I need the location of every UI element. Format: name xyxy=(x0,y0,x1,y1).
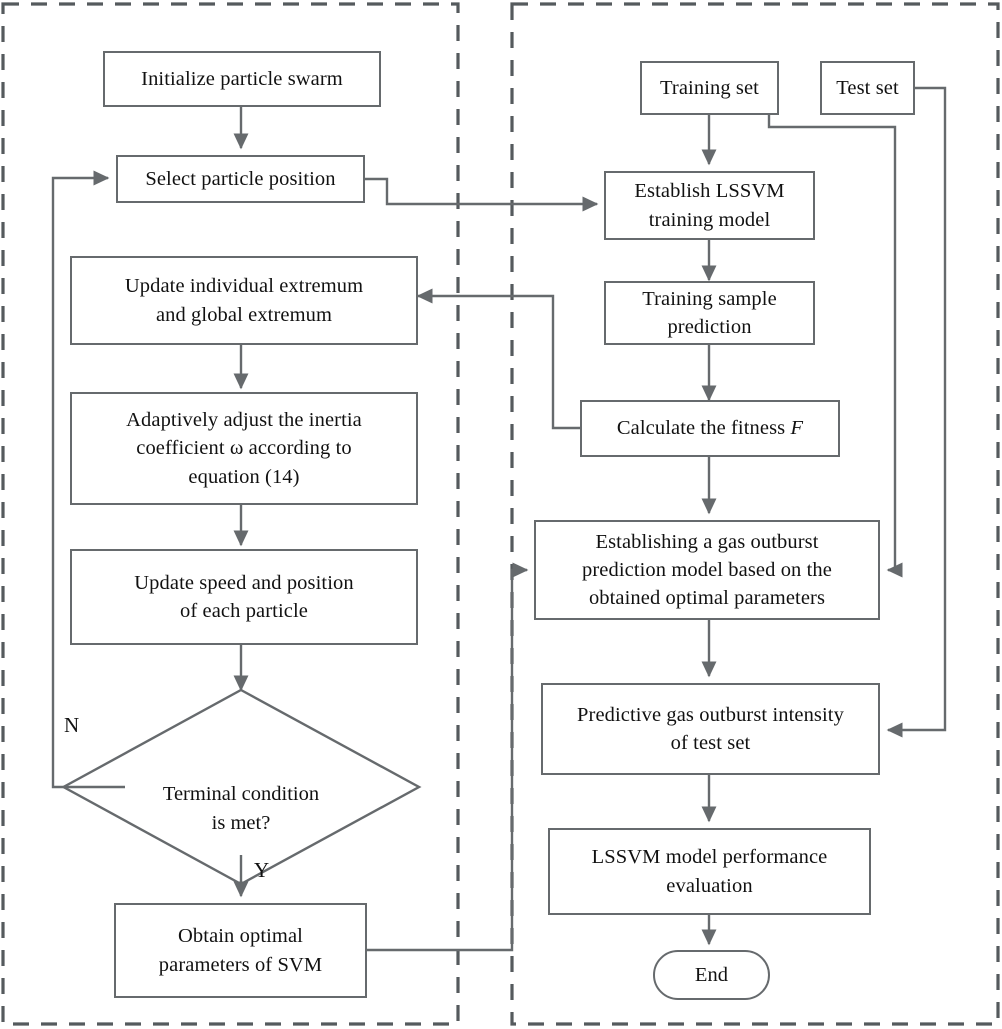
node-label: Update speed and position of each partic… xyxy=(134,571,354,622)
node-terminal-condition[interactable]: Terminal condition is met? xyxy=(121,752,361,837)
node-label: Training set xyxy=(660,76,759,99)
edge-label-no-text: N xyxy=(64,713,80,737)
node-label: End xyxy=(694,963,729,986)
node-adaptively-adjust-inertia[interactable]: Adaptively adjust the inertia coefficien… xyxy=(70,392,418,505)
node-initialize-particle-swarm[interactable]: Initialize particle swarm xyxy=(103,51,381,107)
node-end[interactable]: End xyxy=(653,950,770,1000)
node-label: Update individual extremum and global ex… xyxy=(124,275,364,326)
node-establish-lssvm-training-model[interactable]: Establish LSSVM training model xyxy=(604,171,815,240)
node-test-set[interactable]: Test set xyxy=(820,61,915,115)
node-lssvm-model-performance-evaluation[interactable]: LSSVM model performance evaluation xyxy=(548,828,871,915)
node-label: Select particle position xyxy=(145,167,336,190)
node-label: Terminal condition is met? xyxy=(162,783,320,834)
calculate-fitness-text: Calculate the fitness xyxy=(616,417,791,440)
edge-label-yes-text: Y xyxy=(254,858,270,882)
edge-fitness-to-extremum xyxy=(416,288,580,430)
node-calculate-fitness[interactable]: Calculate the fitness F xyxy=(580,400,840,457)
node-label: Establish LSSVM training model xyxy=(634,180,785,231)
edge-test-set-to-predictive xyxy=(886,86,947,738)
node-label: Test set xyxy=(836,76,899,99)
node-select-particle-position[interactable]: Select particle position xyxy=(116,155,365,203)
node-training-sample-prediction[interactable]: Training sample prediction xyxy=(604,281,815,345)
node-training-set[interactable]: Training set xyxy=(640,61,779,115)
node-establishing-gas-outburst-model[interactable]: Establishing a gas outburst prediction m… xyxy=(534,520,880,620)
node-label: Predictive gas outburst intensity of tes… xyxy=(577,703,844,754)
edge-label-yes: Y xyxy=(254,860,269,881)
node-predictive-gas-outburst-intensity[interactable]: Predictive gas outburst intensity of tes… xyxy=(541,683,880,775)
node-label: Adaptively adjust the inertia coefficien… xyxy=(126,409,362,488)
edge-select-to-establish-lssvm xyxy=(365,177,599,212)
node-update-speed-position[interactable]: Update speed and position of each partic… xyxy=(70,549,418,645)
node-obtain-optimal-parameters[interactable]: Obtain optimal parameters of SVM xyxy=(114,903,367,998)
node-update-extremum[interactable]: Update individual extremum and global ex… xyxy=(70,256,418,345)
edge-label-no: N xyxy=(64,715,79,736)
fitness-symbol: F xyxy=(790,417,804,440)
node-label: LSSVM model performance evaluation xyxy=(591,846,828,897)
node-label: Initialize particle swarm xyxy=(141,67,343,90)
node-label: Establishing a gas outburst prediction m… xyxy=(582,530,832,610)
node-label: Obtain optimal parameters of SVM xyxy=(158,925,323,976)
node-label: Calculate the fitness F xyxy=(609,414,811,442)
node-label: Training sample prediction xyxy=(642,287,777,338)
